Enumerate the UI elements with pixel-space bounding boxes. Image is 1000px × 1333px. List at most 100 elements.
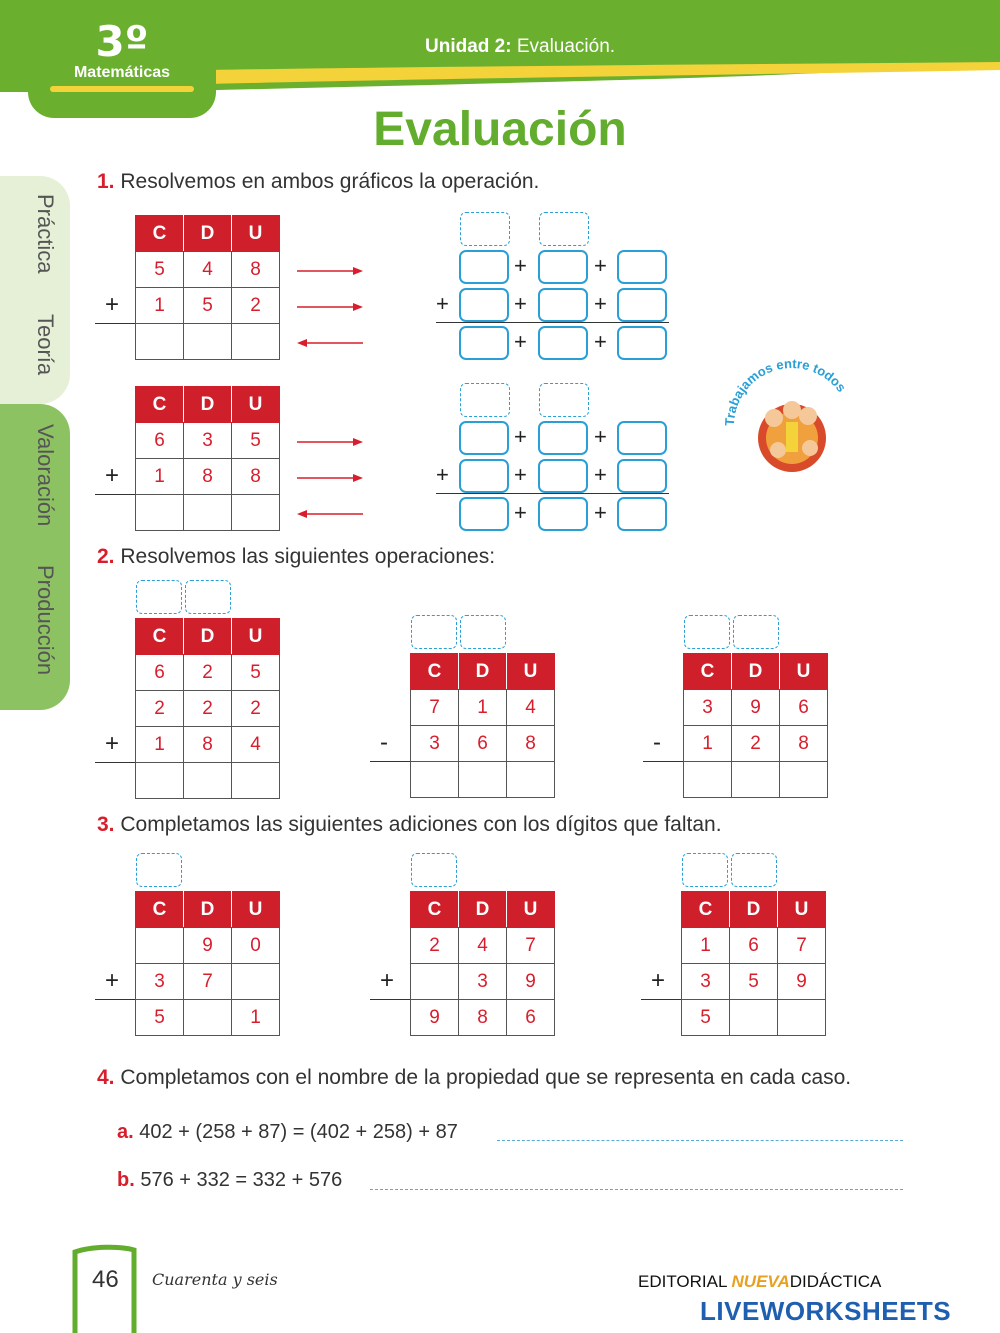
digit-input-cell[interactable]: [231, 762, 280, 799]
carry-box[interactable]: [731, 853, 777, 887]
carry-box[interactable]: [682, 853, 728, 887]
grid-header-d: D: [729, 891, 778, 928]
digit-cell: 1: [683, 725, 732, 762]
digit-input-cell[interactable]: [410, 963, 459, 1000]
digit-cell: 8: [506, 725, 555, 762]
answer-box[interactable]: [617, 288, 667, 322]
digit-input-cell[interactable]: [458, 761, 507, 798]
digit-input-cell[interactable]: [135, 927, 184, 964]
grid-header-c: C: [135, 891, 184, 928]
answer-box[interactable]: [459, 459, 509, 493]
answer-box[interactable]: [538, 288, 588, 322]
digit-input-cell[interactable]: [135, 494, 184, 531]
answer-box[interactable]: [617, 250, 667, 284]
answer-box[interactable]: [538, 326, 588, 360]
carry-box[interactable]: [460, 383, 510, 417]
answer-box[interactable]: [459, 497, 509, 531]
grid-header-d: D: [183, 215, 232, 252]
answer-a-line[interactable]: [497, 1140, 903, 1141]
digit-input-cell[interactable]: [135, 323, 184, 360]
tab-teoria[interactable]: Teoría: [33, 314, 58, 376]
plus-sign: +: [594, 291, 607, 316]
answer-box[interactable]: [538, 421, 588, 455]
carry-box[interactable]: [185, 580, 231, 614]
digit-input-cell[interactable]: [506, 761, 555, 798]
digit-input-cell[interactable]: [183, 494, 232, 531]
carry-box[interactable]: [411, 615, 457, 649]
grid-header-d: D: [731, 653, 780, 690]
plus-sign: +: [436, 291, 449, 316]
sum-line: [95, 762, 135, 763]
answer-box[interactable]: [538, 497, 588, 531]
digit-input-cell[interactable]: [183, 999, 232, 1036]
digit-cell: 1: [458, 689, 507, 726]
carry-box[interactable]: [136, 853, 182, 887]
carry-box[interactable]: [460, 212, 510, 246]
answer-box[interactable]: [617, 459, 667, 493]
grid-header-u: U: [231, 891, 280, 928]
digit-cell: 8: [183, 458, 232, 495]
carry-box[interactable]: [733, 615, 779, 649]
tab-practica[interactable]: Práctica: [33, 194, 58, 274]
grid-header-c: C: [135, 386, 184, 423]
answer-box[interactable]: [538, 250, 588, 284]
plus-sign: +: [594, 253, 607, 278]
digit-cell: 2: [410, 927, 459, 964]
answer-box[interactable]: [617, 421, 667, 455]
carry-box[interactable]: [136, 580, 182, 614]
liveworksheets-watermark: LIVEWORKSHEETS: [700, 1296, 952, 1326]
carry-box[interactable]: [539, 383, 589, 417]
question-3: 3. Completamos las siguientes adiciones …: [97, 813, 722, 836]
answer-box[interactable]: [459, 326, 509, 360]
digit-input-cell[interactable]: [779, 761, 828, 798]
digit-input-cell[interactable]: [729, 999, 778, 1036]
carry-box[interactable]: [460, 615, 506, 649]
digit-cell: 3: [458, 963, 507, 1000]
digit-input-cell[interactable]: [135, 762, 184, 799]
arrow-left-icon: [297, 339, 363, 347]
answer-box[interactable]: [538, 459, 588, 493]
sum-line: [436, 493, 669, 494]
digit-input-cell[interactable]: [777, 999, 826, 1036]
side-tab-practica-teoria[interactable]: [0, 176, 70, 404]
digit-input-cell[interactable]: [231, 323, 280, 360]
digit-input-cell[interactable]: [731, 761, 780, 798]
tab-produccion[interactable]: Producción: [33, 565, 58, 676]
digit-input-cell[interactable]: [683, 761, 732, 798]
answer-box[interactable]: [459, 250, 509, 284]
digit-input-cell[interactable]: [231, 494, 280, 531]
digit-input-cell[interactable]: [183, 762, 232, 799]
digit-input-cell[interactable]: [410, 761, 459, 798]
digit-cell: 9: [506, 963, 555, 1000]
digit-input-cell[interactable]: [231, 963, 280, 1000]
grid-header-d: D: [458, 891, 507, 928]
grid-header-u: U: [231, 386, 280, 423]
answer-box[interactable]: [617, 326, 667, 360]
answer-a: a. 402 + (258 + 87) = (402 + 258) + 87: [117, 1121, 458, 1143]
grid-header-u: U: [231, 618, 280, 655]
grid-header-c: C: [410, 891, 459, 928]
carry-box[interactable]: [539, 212, 589, 246]
question-4: 4. Completamos con el nombre de la propi…: [97, 1066, 852, 1089]
carry-box[interactable]: [684, 615, 730, 649]
answer-box[interactable]: [617, 497, 667, 531]
digit-cell: 7: [506, 927, 555, 964]
digit-cell: 9: [410, 999, 459, 1036]
carry-box[interactable]: [411, 853, 457, 887]
answer-box[interactable]: [459, 288, 509, 322]
side-tab-valoracion-produccion[interactable]: [0, 404, 70, 710]
digit-cell: 5: [681, 999, 730, 1036]
digit-cell: 6: [458, 725, 507, 762]
answer-b-line[interactable]: [370, 1189, 903, 1190]
digit-cell: 5: [135, 999, 184, 1036]
answer-box[interactable]: [459, 421, 509, 455]
tab-valoracion[interactable]: Valoración: [33, 424, 58, 527]
sum-line: [436, 322, 669, 323]
digit-cell: 6: [779, 689, 828, 726]
digit-input-cell[interactable]: [183, 323, 232, 360]
plus-sign: +: [514, 253, 527, 278]
